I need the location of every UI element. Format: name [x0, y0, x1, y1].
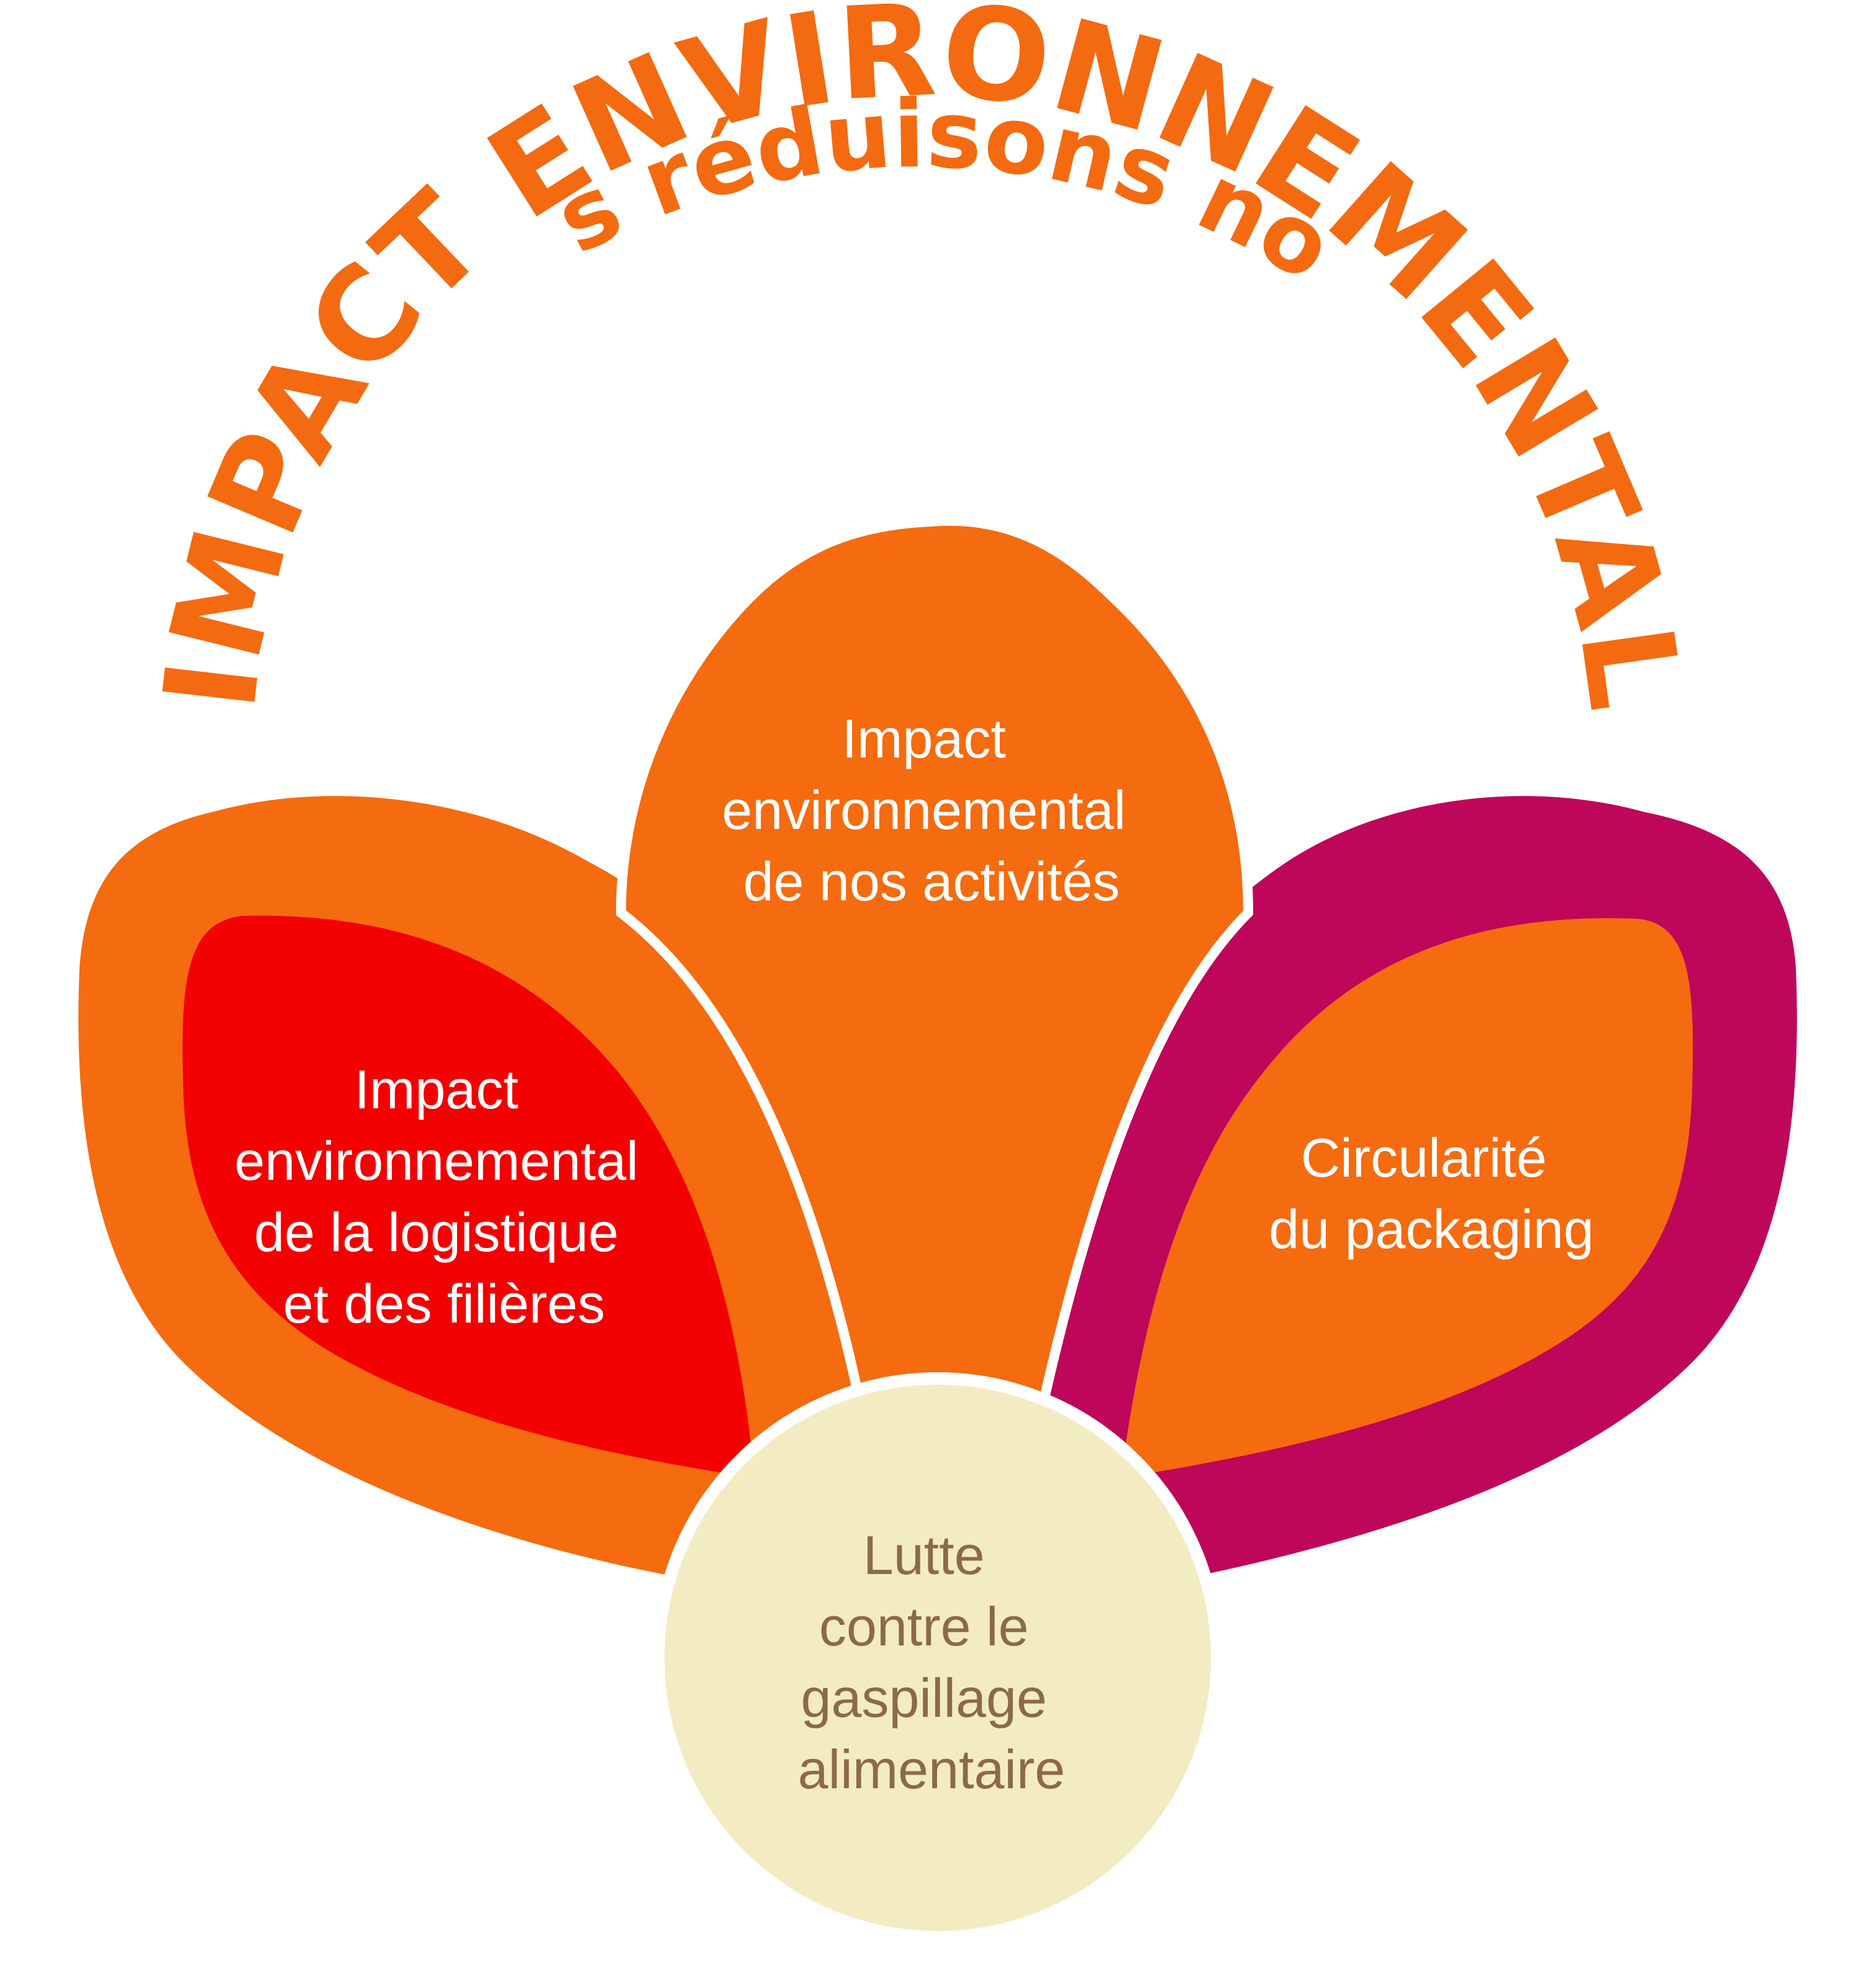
center-petal-line-2: environnemental: [722, 779, 1126, 841]
core-line-4: alimentaire: [798, 1739, 1065, 1800]
left-petal-line-4: et des filières: [283, 1273, 605, 1334]
center-petal-line-1: Impact: [842, 708, 1006, 769]
center-petal-line-3: de nos activités: [743, 851, 1120, 912]
left-petal-text: Impact environnemental de la logistique …: [234, 1059, 653, 1334]
core-line-3: gaspillage: [801, 1667, 1047, 1729]
right-petal-inner: [1121, 918, 1693, 1478]
right-petal-line-1: Circularité: [1301, 1127, 1547, 1188]
left-petal-line-1: Impact: [355, 1059, 519, 1120]
right-petal-line-2: du packaging: [1269, 1198, 1594, 1260]
left-petal-line-3: de la logistique: [254, 1201, 619, 1263]
core-circle: [652, 1372, 1223, 1943]
left-petal-line-2: environnemental: [234, 1130, 638, 1192]
core-line-1: Lutte: [863, 1524, 985, 1586]
left-petal-inner: [182, 915, 754, 1478]
core-line-2: contre le: [819, 1596, 1029, 1657]
right-petal-text: Circularité du packaging: [1269, 1127, 1594, 1260]
center-petal-text: Impact environnemental de nos activités: [722, 708, 1141, 912]
core-text: Lutte contre le gaspillage alimentaire: [798, 1524, 1065, 1800]
